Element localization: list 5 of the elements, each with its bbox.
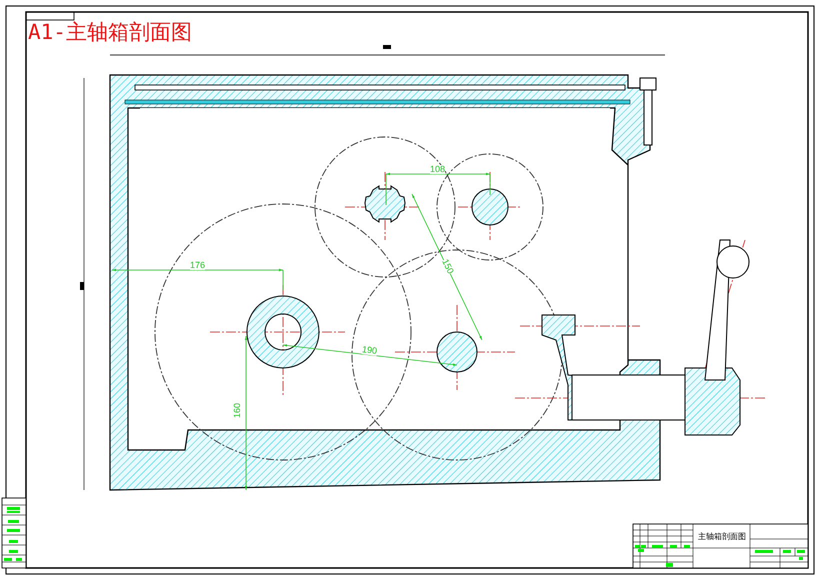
drawing-name-text: 主轴箱剖面图 (698, 533, 746, 541)
drawing-title: A1-主轴箱剖面图 (28, 22, 192, 43)
dimension-text: 108 (430, 165, 446, 174)
dimension-text: 176 (190, 261, 206, 270)
dimension-text: 160 (233, 402, 242, 418)
